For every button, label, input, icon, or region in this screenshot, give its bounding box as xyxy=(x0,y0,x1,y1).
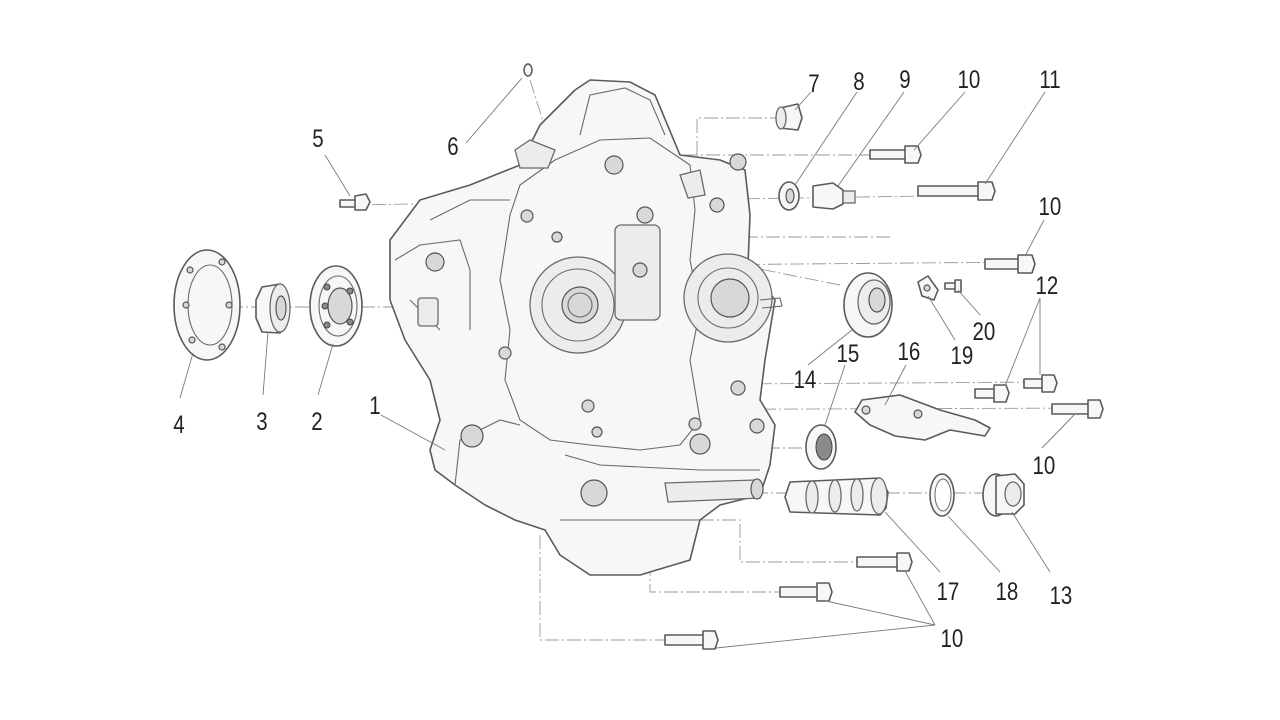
callout-10-top: 10 xyxy=(958,65,981,93)
callout-10-right: 10 xyxy=(1039,192,1062,220)
callout-16: 16 xyxy=(898,337,921,365)
callout-10-lower-right: 10 xyxy=(1033,451,1056,479)
callout-3: 3 xyxy=(256,407,267,435)
sensor-switch xyxy=(812,182,856,210)
bolt-long xyxy=(917,181,996,201)
callout-4: 4 xyxy=(173,410,185,438)
callout-2: 2 xyxy=(311,407,322,435)
bolt-10-bottom-3 xyxy=(664,630,719,650)
bolt-12-a xyxy=(974,384,1010,403)
bolt-small xyxy=(339,193,371,211)
o-ring xyxy=(929,473,955,517)
callout-15: 15 xyxy=(837,339,860,367)
dowel-pin xyxy=(523,63,533,77)
callout-19: 19 xyxy=(951,341,974,369)
callout-1: 1 xyxy=(369,391,380,419)
bolt-10-lower-right xyxy=(1051,399,1104,419)
stopper-plate xyxy=(854,394,991,441)
small-screw xyxy=(944,279,962,293)
gasket-plate xyxy=(173,249,241,361)
crankcase xyxy=(389,79,783,576)
bolt-10-bottom-1 xyxy=(856,552,913,572)
callout-14: 14 xyxy=(794,365,817,393)
callout-9: 9 xyxy=(899,65,910,93)
callout-13: 13 xyxy=(1050,581,1073,609)
bush-small xyxy=(775,103,803,131)
callout-20: 20 xyxy=(973,317,996,345)
bolt-10-top xyxy=(869,145,922,164)
leader-lines xyxy=(179,77,1076,649)
bolt-10-bottom-2 xyxy=(779,582,833,602)
callout-7: 7 xyxy=(808,69,819,97)
callout-12: 12 xyxy=(1036,271,1059,299)
callout-11: 11 xyxy=(1039,65,1060,93)
callout-18: 18 xyxy=(996,577,1019,605)
drive-shaft xyxy=(784,477,889,516)
oil-seal xyxy=(843,272,893,338)
drain-plug xyxy=(982,473,1025,517)
callout-17: 17 xyxy=(937,577,960,605)
bolt-12-b xyxy=(1023,374,1058,393)
callout-5: 5 xyxy=(312,124,323,152)
bolt-10-right xyxy=(984,254,1036,274)
bush xyxy=(255,283,291,334)
tab-washer xyxy=(917,275,939,301)
callout-labels: 1 2 3 4 5 6 7 8 9 10 11 10 12 20 19 16 1… xyxy=(173,65,1072,652)
callout-10-bottom: 10 xyxy=(941,624,964,652)
callout-8: 8 xyxy=(853,67,864,95)
washer xyxy=(778,181,800,211)
bearing xyxy=(309,265,363,347)
seal-ring xyxy=(805,424,837,470)
callout-6: 6 xyxy=(447,132,458,160)
